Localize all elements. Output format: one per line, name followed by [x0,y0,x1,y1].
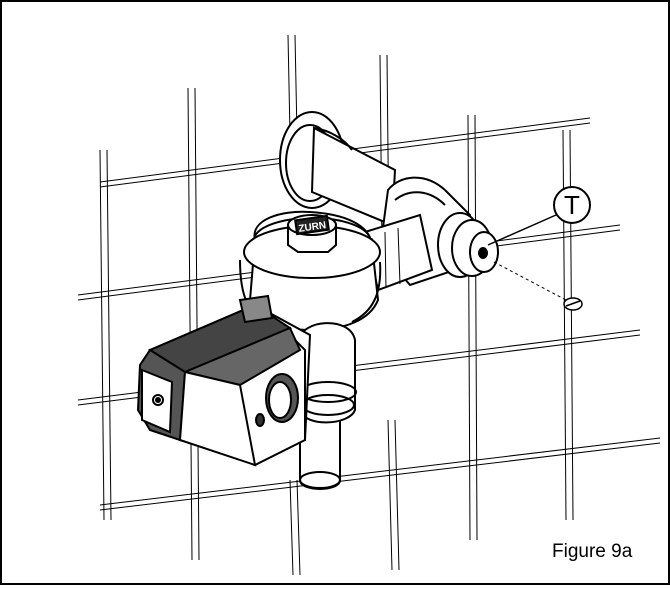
supply-pipe [279,111,397,227]
flush-tube [299,322,357,490]
sensor-module [136,294,312,467]
callout-T: T [487,186,591,246]
control-stop [437,212,499,278]
slotted-screw [493,261,583,311]
brand-label: ZURN [298,220,327,235]
flush-valve-body [239,210,382,332]
figure-caption: Figure 9a [552,541,633,562]
callout-letter: T [564,190,580,220]
wall-tile-grid [77,34,661,576]
